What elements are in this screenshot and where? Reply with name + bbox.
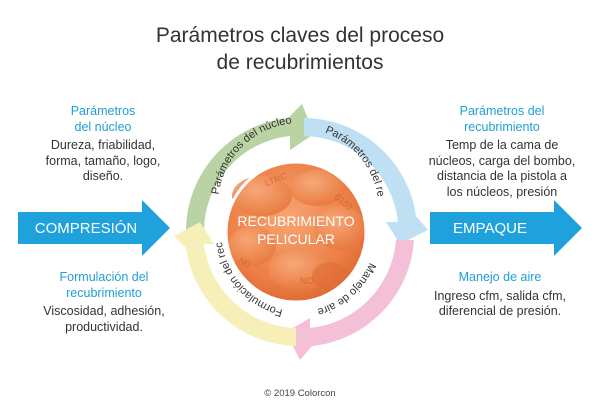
svg-text:N0: N0	[237, 255, 252, 269]
tablet-photo: LTRC 0103 N0 NO	[224, 160, 368, 304]
block-manejo-aire-heading: Manejo de aire	[410, 270, 590, 286]
block-manejo-aire-body: Ingreso cfm, salida cfm, diferencial de …	[410, 289, 590, 320]
block-formulacion-body: Viscosidad, adhesión, productividad.	[14, 304, 194, 335]
center-label-line-1: RECUBRIMIENTO	[237, 213, 354, 229]
heading-line: recubrimiento	[66, 285, 142, 300]
body-line: productividad.	[65, 319, 143, 334]
block-formulacion-heading: Formulación del recubrimiento	[14, 270, 194, 301]
cycle-segment-nucleo	[185, 104, 314, 232]
empaque-label: EMPAQUE	[453, 220, 527, 237]
block-parametros-nucleo-body: Dureza, friabilidad, forma, tamaño, logo…	[18, 138, 188, 185]
compresion-label: COMPRESIÓN	[35, 220, 138, 237]
heading-line: Parámetros del	[459, 104, 545, 118]
heading-line: recubrimiento	[464, 119, 540, 134]
body-line: núcleos, carga del bombo,	[428, 153, 576, 168]
block-formulacion-recubrimiento: Formulación del recubrimiento Viscosidad…	[14, 270, 194, 335]
body-line: forma, tamaño, logo,	[45, 153, 161, 168]
title-line-2: de recubrimientos	[216, 51, 384, 74]
cycle-ring	[174, 104, 428, 360]
body-line: Temp de la cama de	[445, 138, 559, 152]
cycle-segment-formulacion	[174, 222, 296, 346]
block-parametros-recubrimiento: Parámetros del recubrimiento Temp de la …	[416, 104, 588, 200]
heading-line: Parámetros	[70, 104, 136, 118]
block-parametros-recubrimiento-heading: Parámetros del recubrimiento	[416, 104, 588, 135]
heading-line: Manejo de aire	[458, 270, 542, 284]
empaque-arrow	[430, 200, 582, 256]
cycle-segment-recubrimiento	[304, 118, 428, 244]
block-parametros-nucleo: Parámetros del núcleo Dureza, friabilida…	[18, 104, 188, 185]
copyright-footer: © 2019 Colorcon	[264, 388, 336, 399]
block-parametros-nucleo-heading: Parámetros del núcleo	[18, 104, 188, 135]
body-line: Dureza, friabilidad,	[50, 138, 156, 152]
svg-text:NO: NO	[300, 276, 314, 286]
compresion-arrow	[18, 200, 170, 256]
center-label-line-2: PELICULAR	[257, 231, 335, 247]
body-line: diferencial de presión.	[438, 304, 562, 318]
body-line: Viscosidad, adhesión,	[43, 304, 165, 318]
cycle-segment-aire	[286, 240, 414, 360]
block-manejo-aire: Manejo de aire Ingreso cfm, salida cfm, …	[410, 270, 590, 320]
body-line: los núcleos, presión	[446, 184, 558, 199]
body-line: distancia de la pistola a	[437, 169, 567, 183]
title-line-1: Parámetros claves del proceso	[155, 24, 445, 47]
body-line: Ingreso cfm, salida cfm,	[434, 288, 566, 303]
heading-line: Formulación del	[59, 270, 149, 284]
body-line: diseño.	[82, 169, 124, 183]
diagram-title: Parámetros claves del proceso de recubri…	[0, 22, 600, 76]
heading-line: del núcleo	[74, 119, 132, 134]
block-parametros-recubrimiento-body: Temp de la cama de núcleos, carga del bo…	[416, 138, 588, 200]
